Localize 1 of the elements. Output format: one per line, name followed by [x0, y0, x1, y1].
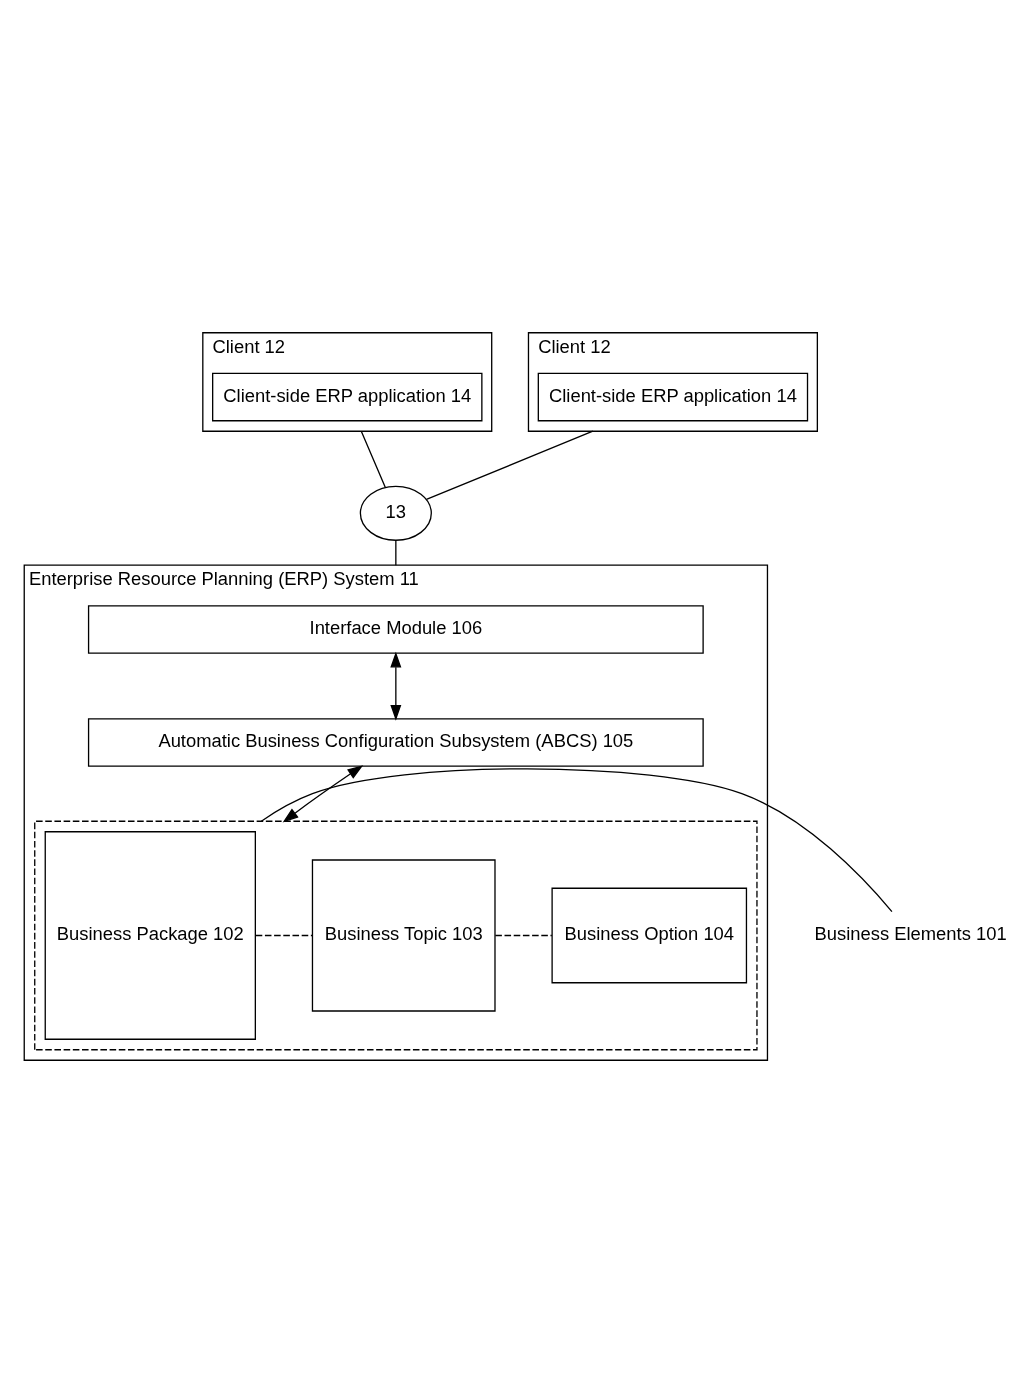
node-text: Business Elements 101	[814, 923, 1007, 945]
